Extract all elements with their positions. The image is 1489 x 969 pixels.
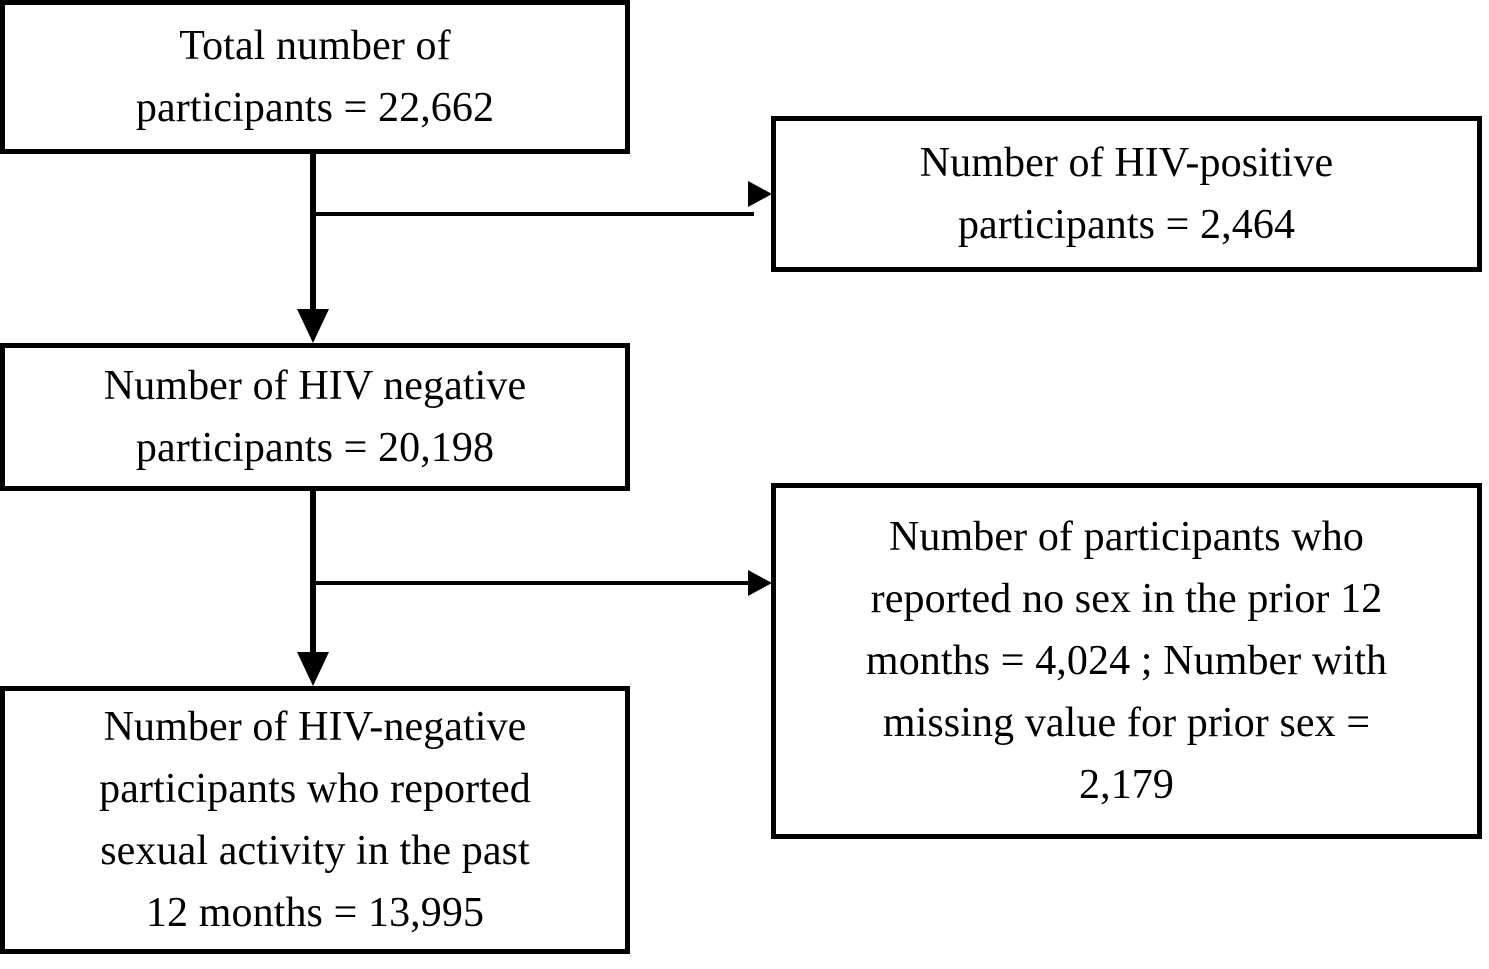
edge-total-to-hiv-positive-line — [313, 212, 754, 216]
edge-total-to-hiv-negative-arrowhead-icon — [297, 309, 329, 343]
edge-hiv-negative-to-excluded-arrowhead-icon — [748, 570, 772, 596]
edge-hiv-negative-to-final-line — [310, 490, 316, 654]
edge-hiv-negative-to-final-arrowhead-icon — [297, 652, 329, 686]
edge-total-to-hiv-positive-arrowhead-icon — [748, 181, 772, 207]
edge-total-to-hiv-negative-line — [310, 152, 316, 312]
edge-hiv-negative-to-excluded-line — [313, 581, 754, 585]
